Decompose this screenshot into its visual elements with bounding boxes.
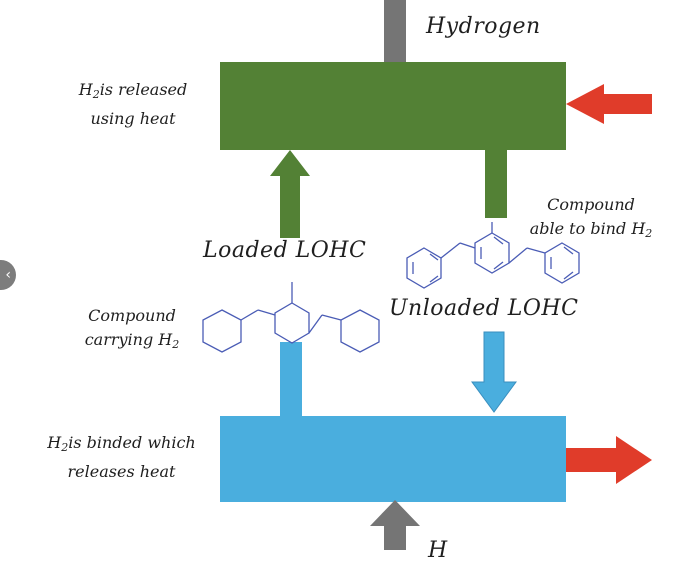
- released-line2: using heat: [90, 109, 176, 128]
- heat-output-arrow: [566, 436, 652, 484]
- loaded-lohc-up-arrow: [270, 150, 310, 238]
- loaded-molecule: [202, 282, 380, 353]
- unloaded-molecule: [406, 222, 580, 289]
- able-line1: Compound: [547, 195, 635, 214]
- released-suffix: is released: [99, 80, 188, 99]
- loaded-lohc-outlet: [280, 342, 302, 418]
- hydrogen-inlet-arrow: [370, 500, 420, 550]
- carrying-label: Compound carrying H2: [62, 304, 202, 357]
- binded-line2: releases heat: [67, 462, 176, 481]
- hydrogenation-unit: [220, 416, 566, 502]
- lohc-diagram: [202, 0, 652, 550]
- unloaded-lohc-label: Unloaded LOHC: [389, 296, 579, 321]
- binded-h: H: [47, 433, 62, 452]
- able-to-bind-label: Compound able to bind H2: [516, 193, 666, 246]
- carrying-line1: Compound: [88, 306, 176, 325]
- able-line2-sub: 2: [645, 227, 653, 240]
- able-line2: able to bind H: [529, 219, 646, 238]
- previous-slide-button[interactable]: ‹: [0, 260, 16, 290]
- hydrogen-label: Hydrogen: [426, 14, 541, 39]
- hydrogen-outlet-arrow: [384, 0, 406, 64]
- released-h: H: [78, 80, 93, 99]
- bottom-hydrogen-label-partial: H: [428, 538, 448, 563]
- released-h-sub: 2: [92, 88, 100, 101]
- unloaded-lohc-outlet: [485, 148, 507, 218]
- heat-input-arrow: [566, 84, 652, 124]
- released-using-heat-label: H2is released using heat: [58, 78, 208, 131]
- dehydrogenation-unit: [220, 62, 566, 150]
- loaded-lohc-label: Loaded LOHC: [203, 238, 367, 263]
- binded-suffix: is binded which: [68, 433, 196, 452]
- chevron-left-icon: ‹: [5, 267, 11, 283]
- binded-h-sub: 2: [61, 441, 69, 454]
- carrying-line2: carrying H: [84, 330, 173, 349]
- carrying-line2-sub: 2: [172, 338, 180, 351]
- binded-releases-heat-label: H2is binded which releases heat: [34, 431, 209, 484]
- unloaded-lohc-down-arrow: [471, 331, 517, 413]
